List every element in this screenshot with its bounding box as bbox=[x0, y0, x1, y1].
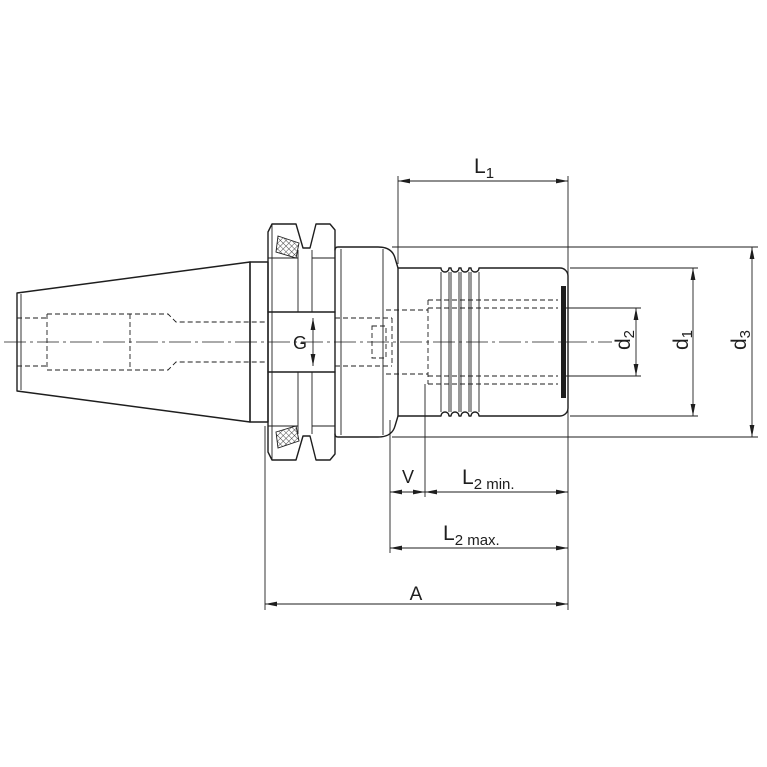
dimension-lines bbox=[265, 178, 755, 607]
drive-slot-bottom-hatch bbox=[275, 425, 300, 449]
label-L2-max-base: L bbox=[443, 522, 455, 545]
extension-lines bbox=[264, 176, 758, 610]
ext-d3 bbox=[392, 246, 758, 438]
body-bore-hidden bbox=[335, 309, 428, 375]
label-d2-base: d bbox=[612, 338, 635, 350]
label-d1-sub: 1 bbox=[679, 330, 696, 338]
label-L1: L1 bbox=[474, 155, 494, 182]
flange-bore bbox=[267, 311, 336, 373]
body-outline bbox=[334, 246, 399, 438]
v-groove-lines bbox=[297, 250, 313, 434]
label-L1-base: L bbox=[474, 155, 486, 178]
label-d3-base: d bbox=[728, 338, 751, 350]
label-d1-base: d bbox=[670, 338, 693, 350]
label-L2-min-base: L bbox=[462, 466, 474, 489]
flange-outline bbox=[267, 223, 336, 461]
label-L2-max: L2 max. bbox=[443, 522, 500, 549]
label-d2: d2 bbox=[612, 330, 638, 350]
collet-nose-face bbox=[561, 286, 566, 398]
label-d3-sub: 3 bbox=[737, 330, 754, 338]
label-d2-sub: 2 bbox=[621, 330, 638, 338]
label-G: G bbox=[293, 333, 307, 353]
label-d1: d1 bbox=[670, 330, 696, 350]
dimension-labels: L1 d2 d1 d3 G V L2 min. L2 max. A bbox=[293, 155, 754, 605]
label-d3: d3 bbox=[728, 330, 754, 350]
flange bbox=[267, 223, 336, 461]
ext-d1 bbox=[570, 267, 698, 417]
label-L2-min-sub: 2 min. bbox=[474, 476, 515, 493]
ext-d2 bbox=[566, 307, 641, 377]
label-A: A bbox=[410, 584, 423, 605]
label-V: V bbox=[402, 467, 414, 487]
label-L1-sub: 1 bbox=[486, 165, 494, 182]
drive-slot-top-hatch bbox=[275, 235, 300, 259]
drive-slot-lines bbox=[268, 257, 335, 427]
label-L2-max-sub: 2 max. bbox=[455, 532, 500, 549]
label-L2-min: L2 min. bbox=[462, 466, 515, 493]
